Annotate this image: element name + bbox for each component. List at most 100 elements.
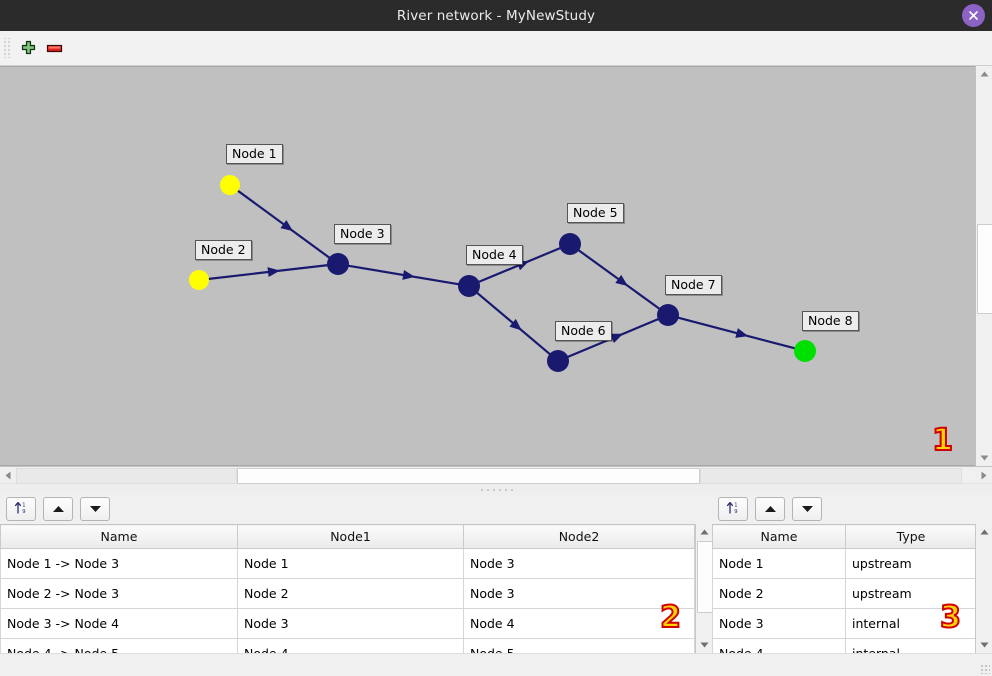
- graph-node-node-2[interactable]: [189, 270, 209, 290]
- nodes-move-up-button[interactable]: [755, 497, 785, 521]
- scroll-down-icon[interactable]: [976, 450, 992, 466]
- pane-splitter[interactable]: [0, 483, 992, 494]
- nodes-cell-2-0[interactable]: Node 3: [712, 608, 846, 639]
- splitter-grip-icon: [479, 487, 513, 491]
- nodes-column-header-1[interactable]: Type: [845, 524, 975, 549]
- reaches-cell-3-0[interactable]: Node 4 -> Node 5: [0, 638, 238, 653]
- reaches-toolbar: 1 9: [0, 494, 712, 524]
- reaches-cell-1-2[interactable]: Node 3: [463, 578, 695, 609]
- graph-node-label-node-4[interactable]: Node 4: [466, 245, 523, 265]
- table-row[interactable]: Node 4internal: [712, 638, 975, 653]
- reaches-cell-0-1[interactable]: Node 1: [237, 548, 464, 579]
- graph-horizontal-scrollbar[interactable]: [0, 466, 992, 484]
- nodes-cell-0-0[interactable]: Node 1: [712, 548, 846, 579]
- reaches-cell-1-1[interactable]: Node 2: [237, 578, 464, 609]
- toolbar-drag-handle[interactable]: [2, 38, 11, 58]
- nodes-scroll-down-icon[interactable]: [976, 637, 992, 653]
- graph-node-node-4[interactable]: [458, 275, 480, 297]
- graph-node-node-8[interactable]: [794, 340, 816, 362]
- reaches-column-header-2[interactable]: Node2: [463, 524, 695, 549]
- arrow-up-icon: [52, 502, 65, 516]
- reaches-vscroll-thumb[interactable]: [697, 541, 712, 613]
- nodes-column-header-0[interactable]: Name: [712, 524, 846, 549]
- reaches-cell-0-2[interactable]: Node 3: [463, 548, 695, 579]
- close-icon[interactable]: [962, 4, 985, 27]
- graph-node-label-node-6[interactable]: Node 6: [555, 321, 612, 341]
- reaches-scroll-down-icon[interactable]: [696, 637, 712, 653]
- graph-edge-arrow-icon: [402, 270, 415, 280]
- graph-node-label-node-3[interactable]: Node 3: [334, 224, 391, 244]
- svg-text:9: 9: [734, 509, 737, 515]
- graph-node-label-node-1[interactable]: Node 1: [226, 144, 283, 164]
- graph-node-node-6[interactable]: [547, 350, 569, 372]
- graph-node-node-5[interactable]: [559, 233, 581, 255]
- graph-edge-arrow-icon: [615, 274, 628, 286]
- scroll-right-icon[interactable]: [976, 467, 992, 483]
- add-node-button[interactable]: [15, 35, 41, 61]
- graph-node-node-1[interactable]: [220, 175, 240, 195]
- nodes-scroll-up-icon[interactable]: [976, 524, 992, 540]
- reaches-cell-3-1[interactable]: Node 4: [237, 638, 464, 653]
- reaches-cell-3-2[interactable]: Node 5: [463, 638, 695, 653]
- reaches-column-header-1[interactable]: Node1: [237, 524, 464, 549]
- svg-text:1: 1: [734, 502, 737, 508]
- reaches-cell-1-0[interactable]: Node 2 -> Node 3: [0, 578, 238, 609]
- reaches-cell-2-1[interactable]: Node 3: [237, 608, 464, 639]
- scroll-left-icon[interactable]: [0, 467, 16, 483]
- title-bar: River network - MyNewStudy: [0, 0, 992, 31]
- graph-edge[interactable]: [207, 264, 329, 281]
- graph-vscroll-thumb[interactable]: [977, 224, 992, 314]
- network-graph-canvas[interactable]: Node 1 Node 2 Node 3 Node 4 Node 5 Node 6 Node…: [0, 66, 975, 466]
- reaches-scroll-up-icon[interactable]: [696, 524, 712, 540]
- reaches-move-down-button[interactable]: [80, 497, 110, 521]
- nodes-cell-1-1[interactable]: upstream: [845, 578, 975, 609]
- graph-node-label-node-8[interactable]: Node 8: [802, 311, 859, 331]
- reaches-column-header-0[interactable]: Name: [0, 524, 238, 549]
- graph-hscroll-thumb[interactable]: [237, 468, 700, 484]
- graph-node-label-node-2[interactable]: Node 2: [195, 240, 252, 260]
- reaches-cell-0-0[interactable]: Node 1 -> Node 3: [0, 548, 238, 579]
- nodes-move-down-button[interactable]: [792, 497, 822, 521]
- reaches-sort-button[interactable]: 1 9: [6, 497, 36, 521]
- nodes-cell-1-0[interactable]: Node 2: [712, 578, 846, 609]
- graph-node-node-3[interactable]: [327, 253, 349, 275]
- graph-node-label-node-5[interactable]: Node 5: [567, 203, 624, 223]
- bottom-panes: 1 9: [0, 494, 992, 653]
- reaches-move-up-button[interactable]: [43, 497, 73, 521]
- reaches-cell-2-0[interactable]: Node 3 -> Node 4: [0, 608, 238, 639]
- scroll-up-icon[interactable]: [976, 66, 992, 82]
- nodes-cell-2-1[interactable]: internal: [845, 608, 975, 639]
- graph-hscroll-track-left[interactable]: [16, 468, 237, 484]
- nodes-cell-3-1[interactable]: internal: [845, 638, 975, 653]
- nodes-cell-0-1[interactable]: upstream: [845, 548, 975, 579]
- nodes-vertical-scrollbar[interactable]: [975, 524, 992, 653]
- nodes-sort-button[interactable]: 1 9: [718, 497, 748, 521]
- graph-edge-arrow-icon: [509, 318, 522, 331]
- graph-node-label-node-7[interactable]: Node 7: [665, 275, 722, 295]
- graph-vertical-scrollbar[interactable]: [975, 66, 992, 466]
- sort-ascending-icon: 1 9: [14, 500, 29, 518]
- arrow-up-icon: [764, 502, 777, 516]
- graph-hscroll-track-right[interactable]: [700, 468, 962, 484]
- arrow-down-icon: [801, 502, 814, 516]
- remove-node-button[interactable]: [41, 35, 67, 61]
- nodes-cell-3-0[interactable]: Node 4: [712, 638, 846, 653]
- window-resize-grip[interactable]: [980, 664, 990, 674]
- reaches-cell-2-2[interactable]: Node 4: [463, 608, 695, 639]
- add-plus-icon: [20, 40, 37, 57]
- reaches-vertical-scrollbar[interactable]: [695, 524, 712, 653]
- graph-edge[interactable]: [677, 316, 796, 350]
- graph-node-node-7[interactable]: [657, 304, 679, 326]
- network-graph-svg: [189, 175, 816, 372]
